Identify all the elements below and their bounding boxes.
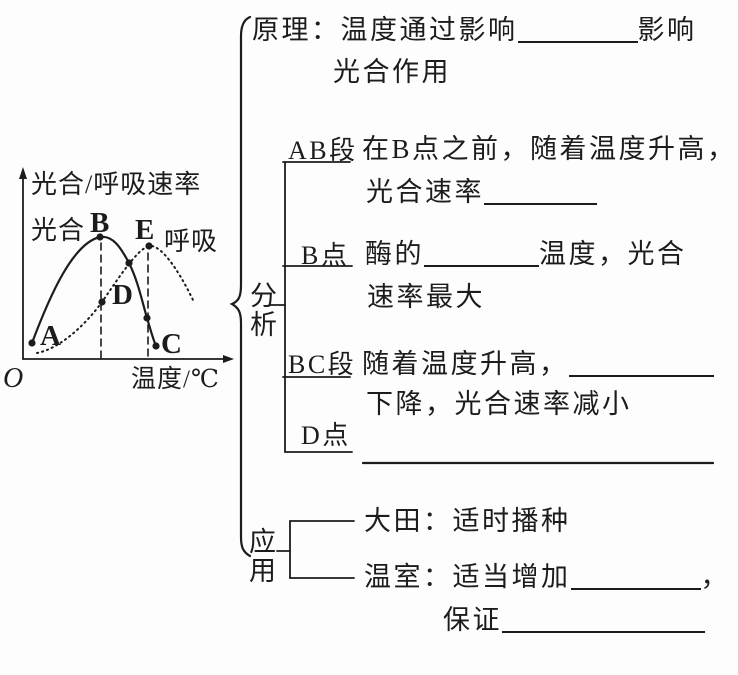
d-point-label: D点 bbox=[301, 421, 351, 450]
greenhouse-line1: 温室：适当增加 ， bbox=[364, 562, 730, 592]
b-line1-text-before-blank: 酶的 bbox=[365, 239, 424, 269]
origin-label: O bbox=[3, 363, 24, 394]
point-c-dot bbox=[152, 342, 160, 350]
b-blank bbox=[424, 263, 539, 267]
b-line2: 速率最大 bbox=[367, 282, 485, 312]
point-a-dot bbox=[28, 339, 36, 347]
bc-line1: 随着温度升高， bbox=[362, 349, 714, 379]
point-a-label: A bbox=[40, 320, 61, 352]
ab-line2: 光合速率 bbox=[366, 177, 597, 207]
bc-segment-label: BC段 bbox=[288, 350, 357, 379]
application-section-label: 应用 bbox=[245, 527, 275, 585]
principle-blank bbox=[517, 39, 638, 43]
ab-blank bbox=[484, 201, 597, 205]
greenhouse-text-before-blank: 适当增加 bbox=[452, 562, 571, 592]
bc-blank bbox=[568, 373, 714, 377]
solid-curve-under-e-dot bbox=[143, 314, 151, 322]
photosynthesis-curve-label: 光合 bbox=[31, 216, 86, 245]
b-point-label: B点 bbox=[301, 241, 350, 270]
graph-y-axis-label: 光合/呼吸速率 bbox=[31, 170, 202, 199]
point-d-dot bbox=[98, 298, 106, 306]
b-line1: 酶的 温度，光合 bbox=[365, 239, 687, 269]
principle-text-after-blank: 影响 bbox=[637, 15, 697, 45]
bc-line1-text: 随着温度升高， bbox=[362, 349, 569, 379]
greenhouse-blank bbox=[570, 586, 701, 590]
point-e-label: E bbox=[135, 214, 155, 246]
ab-segment-label: AB段 bbox=[288, 136, 358, 165]
field-label: 大田： bbox=[364, 506, 453, 536]
point-c-label: C bbox=[161, 328, 182, 360]
b-line1-text-after-blank: 温度，光合 bbox=[539, 239, 687, 269]
principle-label: 原理： bbox=[252, 15, 341, 45]
principle-line2: 光合作用 bbox=[333, 57, 451, 87]
analysis-section-label: 分析 bbox=[246, 281, 276, 339]
bc-line2: 下降，光合速率减小 bbox=[366, 389, 632, 419]
greenhouse-line2: 保证 bbox=[443, 605, 705, 635]
point-b-label: B bbox=[90, 207, 110, 239]
guarantee-blank bbox=[502, 629, 705, 633]
greenhouse-label: 温室： bbox=[364, 562, 453, 592]
principle-line1: 原理：温度通过影响 影响 bbox=[252, 15, 697, 45]
graph-x-axis-label: 温度/℃ bbox=[131, 366, 220, 393]
field-text: 适时播种 bbox=[452, 506, 571, 536]
field-line: 大田：适时播种 bbox=[364, 506, 571, 536]
ab-line2-text: 光合速率 bbox=[366, 177, 484, 207]
greenhouse-comma: ， bbox=[700, 562, 730, 592]
principle-text-before-blank: 温度通过影响 bbox=[340, 15, 518, 45]
point-d-label: D bbox=[112, 279, 133, 311]
curves-crossing-dot bbox=[125, 259, 133, 267]
respiration-curve-label: 呼吸 bbox=[164, 227, 219, 256]
x-axis-arrow-icon bbox=[223, 355, 234, 363]
ab-line1: 在B点之前，随着温度升高， bbox=[362, 134, 737, 164]
y-axis-arrow-icon bbox=[19, 167, 27, 179]
guarantee-label: 保证 bbox=[443, 605, 502, 635]
